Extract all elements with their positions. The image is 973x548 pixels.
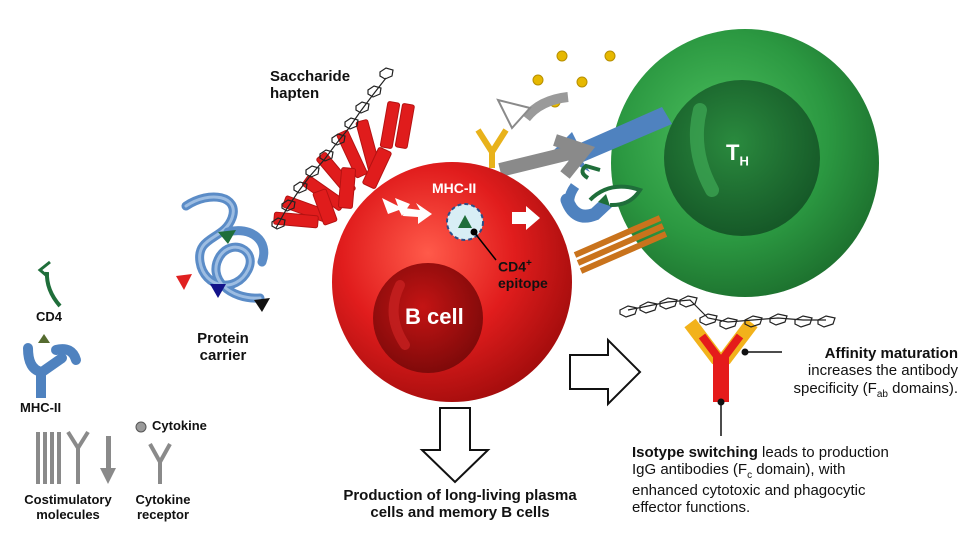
legend-cd4-icon (37, 260, 62, 308)
gray-receptor-icon (498, 134, 596, 179)
legend-cytokine-label: Cytokine (152, 418, 207, 433)
internal-arrow-icon (382, 198, 540, 230)
saccharide-hapten-label: Saccharide hapten (270, 68, 351, 103)
cytokine-receptor-icon (148, 443, 172, 484)
costimulatory-icon (36, 430, 116, 484)
legend-cytokine-icon (135, 421, 147, 433)
cd4-epitope-label: CD4+ epitope (498, 258, 548, 291)
t-helper-cell (611, 29, 879, 297)
cytokine-flow-arrow-icon (496, 92, 569, 130)
legend-epitope-icon (38, 334, 50, 343)
isotype-switching-text: Isotype switching leads to production Ig… (632, 444, 889, 516)
production-label: Production of long-living plasma cells a… (343, 487, 577, 522)
antibody-icon (684, 318, 782, 436)
mhc-ii-label: MHC-II (432, 180, 477, 196)
legend-cd4-label: CD4 (36, 309, 63, 324)
legend-cytokine-receptor-label: Cytokine receptor (135, 492, 191, 522)
antibody-saccharide-chain-icon (619, 295, 836, 330)
affinity-maturation-text: Affinity maturation increases the antibo… (793, 345, 959, 400)
mhc-epitope-circle (446, 203, 497, 261)
th-label: TH (726, 140, 749, 169)
protein-carrier-icon (176, 192, 270, 312)
mhc-ii-complex-icon (560, 163, 644, 223)
legend-mhc-ii-icon (23, 343, 81, 398)
b-cell-label: B cell (405, 304, 464, 329)
costimulatory-bars-icon (573, 215, 668, 274)
protein-carrier-label: Protein carrier (197, 330, 249, 365)
cytokine-receptor-b-icon (475, 128, 509, 168)
arrow-icon (419, 337, 642, 484)
legend-mhc-ii-label: MHC-II (20, 400, 62, 415)
saccharide-chain-icon (271, 67, 394, 230)
bcr-antibody-cluster-icon (273, 101, 415, 229)
legend-costimulatory-label: Costimulatory molecules (24, 492, 112, 522)
